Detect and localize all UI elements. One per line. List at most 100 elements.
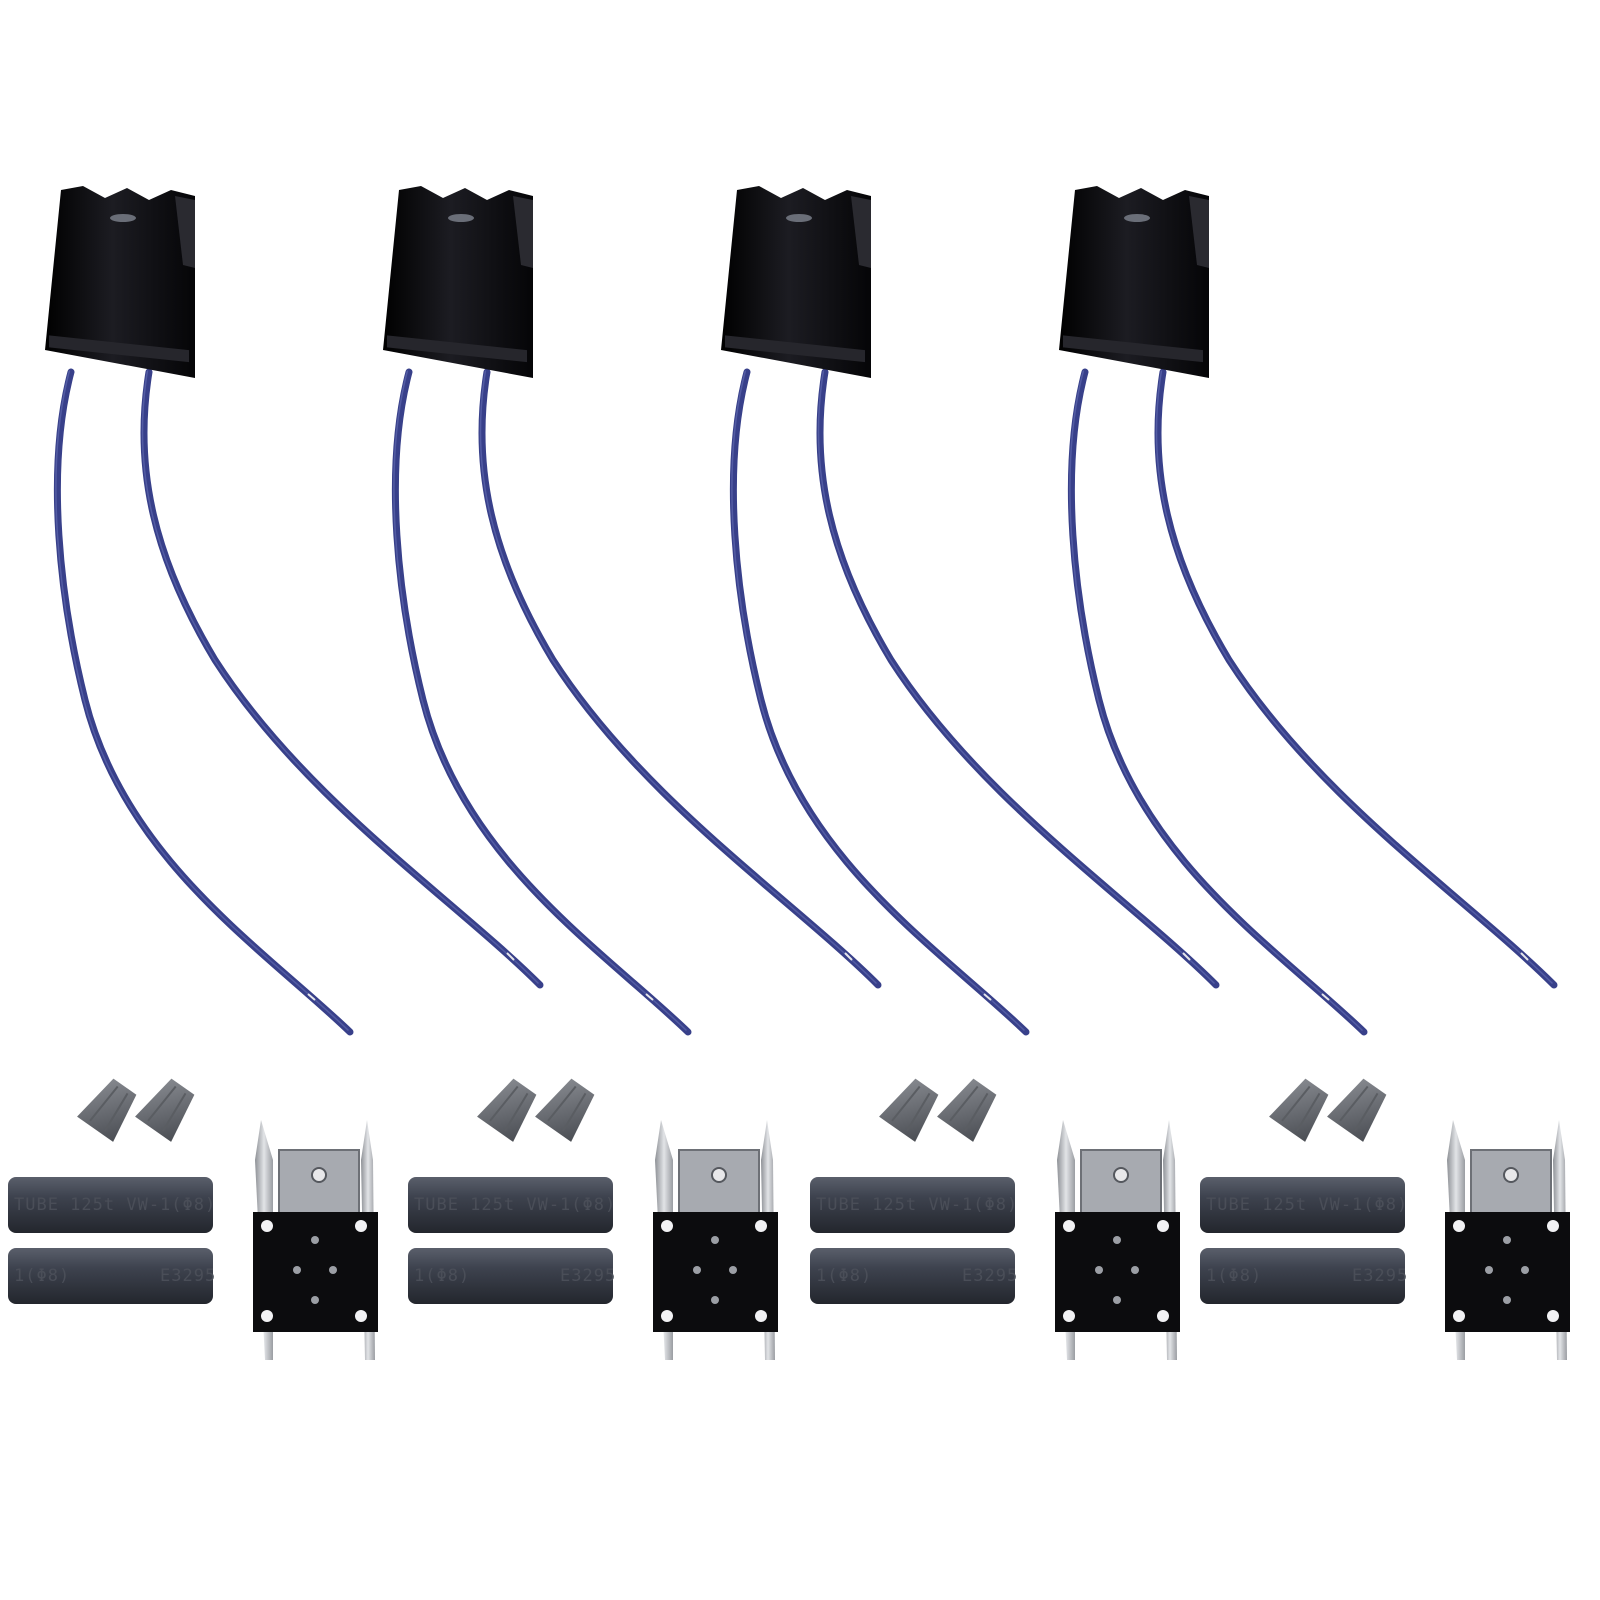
terminal-block-icon <box>45 186 195 378</box>
heat-shrink-tube-1: TUBE 125t VW-1(Φ8) <box>8 1177 215 1233</box>
wire-nut-icon <box>77 1078 137 1142</box>
bracket-rivet <box>729 1266 737 1274</box>
heat-shrink-tube-1: TUBE 125t VW-1(Φ8) <box>810 1177 1017 1233</box>
bracket-corner-hole <box>355 1220 367 1232</box>
heat-shrink-print: 1(Φ8) <box>14 1266 70 1286</box>
terminal-block-icon <box>1059 186 1209 378</box>
bracket-clip <box>1080 1149 1162 1221</box>
terminal-block-assembly-1 <box>45 186 544 1036</box>
bracket-screw <box>1113 1167 1129 1183</box>
wire-strip-mark <box>645 993 654 1001</box>
heat-shrink-tube-2: 1(Φ8)E3295 <box>810 1248 1018 1304</box>
terminal-block-icon <box>721 186 871 378</box>
bracket-rivet <box>1113 1236 1121 1244</box>
heat-shrink-print-end: E3295 <box>160 1266 216 1286</box>
wire-nut-body <box>535 1078 595 1142</box>
heat-shrink-tube-1: TUBE 125t VW-1(Φ8) <box>408 1177 616 1233</box>
wire-strip-mark <box>307 993 316 1001</box>
lead-wire-highlight-1 <box>731 370 1026 1032</box>
terminal-block-logo-mark <box>448 214 474 222</box>
mounting-bracket-icon <box>1055 1120 1180 1360</box>
wire-nut-body <box>135 1078 195 1142</box>
terminal-block-logo-mark <box>786 214 812 222</box>
bracket-corner-hole <box>661 1220 673 1232</box>
wire-nut-icon <box>1269 1078 1329 1142</box>
wire-nut-icon <box>535 1078 595 1142</box>
bracket-corner-hole <box>1063 1220 1075 1232</box>
bracket-clip <box>1470 1149 1552 1221</box>
wire-nut-rib <box>489 1085 519 1122</box>
wire-nut-body <box>77 1078 137 1142</box>
terminal-block-latch <box>513 196 533 268</box>
bracket-corner-hole <box>755 1310 767 1322</box>
wire-strip-mark <box>983 993 992 1001</box>
lead-wire-highlight-2 <box>817 370 1216 985</box>
bracket-rivet <box>1503 1296 1511 1304</box>
bracket-corner-hole <box>1063 1310 1075 1322</box>
bracket-clip <box>678 1149 760 1221</box>
heat-shrink-print-end: E3295 <box>560 1266 616 1286</box>
accessory-group-2: TUBE 125t VW-1(Φ8)1(Φ8)E3295 <box>408 1078 778 1360</box>
mounting-bracket-icon <box>1445 1120 1570 1360</box>
wire-nut-icon <box>135 1078 195 1142</box>
bracket-corner-hole <box>1157 1310 1169 1322</box>
terminal-block-latch <box>1189 196 1209 268</box>
bracket-screw <box>711 1167 727 1183</box>
terminal-block-body <box>1059 186 1209 378</box>
bracket-rivet <box>311 1236 319 1244</box>
terminal-block-logo-mark <box>1124 214 1150 222</box>
bracket-rivet <box>293 1266 301 1274</box>
wire-nut-icon <box>879 1078 939 1142</box>
accessory-group-1: TUBE 125t VW-1(Φ8) 1(Φ8) E3295 <box>8 1078 378 1360</box>
terminal-block-bottom-edge <box>1063 335 1203 363</box>
lead-wire-1 <box>1067 368 1368 1036</box>
bracket-screw <box>1503 1167 1519 1183</box>
terminal-block-logo-mark <box>110 214 136 222</box>
wire-nut-icon <box>1327 1078 1387 1142</box>
bracket-rivet <box>1095 1266 1103 1274</box>
bracket-rivet <box>711 1236 719 1244</box>
wire-nut-icon <box>477 1078 537 1142</box>
bracket-corner-hole <box>1547 1220 1559 1232</box>
bracket-rivet <box>1485 1266 1493 1274</box>
terminal-block-bottom-edge <box>387 335 527 363</box>
bracket-corner-hole <box>661 1310 673 1322</box>
mounting-bracket-icon <box>253 1120 378 1360</box>
terminal-block-assembly-2 <box>383 186 882 1036</box>
bracket-corner-hole <box>261 1220 273 1232</box>
mounting-bracket-icon <box>653 1120 778 1360</box>
wire-strip-mark <box>844 952 853 961</box>
wire-nut-body <box>1327 1078 1387 1142</box>
wire-strip-mark <box>1182 952 1191 961</box>
wire-nut-rib <box>1295 1092 1321 1132</box>
wire-nut-rib <box>161 1092 187 1132</box>
heat-shrink-tube-2: 1(Φ8)E3295 <box>1200 1248 1407 1304</box>
wire-nut-rib <box>1281 1085 1311 1122</box>
lead-wire-1 <box>53 368 354 1036</box>
wire-nut-rib <box>963 1092 989 1132</box>
bracket-rivet <box>329 1266 337 1274</box>
bracket-rivet <box>693 1266 701 1274</box>
heat-shrink-tube-body <box>408 1177 613 1233</box>
wire-nut-rib <box>1339 1085 1369 1122</box>
heat-shrink-tube-body <box>8 1248 213 1304</box>
lead-wire-highlight-1 <box>393 370 688 1032</box>
lead-wire-highlight-1 <box>55 370 350 1032</box>
heat-shrink-print-end: E3295 <box>962 1266 1018 1286</box>
wire-nut-rib <box>891 1085 921 1122</box>
bracket-corner-hole <box>1157 1220 1169 1232</box>
wire-nut-rib <box>503 1092 529 1132</box>
terminal-block-bottom-edge <box>725 335 865 363</box>
wire-nut-rib <box>949 1085 979 1122</box>
wire-nut-rib <box>89 1085 119 1122</box>
terminal-block-assembly-4 <box>1059 186 1558 1036</box>
heat-shrink-print: TUBE 125t VW-1(Φ8) <box>414 1195 616 1215</box>
bracket-rivet <box>1113 1296 1121 1304</box>
lead-wire-highlight-2 <box>479 370 878 985</box>
accessory-group-3: TUBE 125t VW-1(Φ8) 1(Φ8)E3295 <box>810 1078 1180 1360</box>
bracket-rivet <box>711 1296 719 1304</box>
wire-nut-rib <box>547 1085 577 1122</box>
terminal-block-icon <box>383 186 533 378</box>
heat-shrink-print: TUBE 125t VW-1(Φ8) <box>1206 1195 1408 1215</box>
